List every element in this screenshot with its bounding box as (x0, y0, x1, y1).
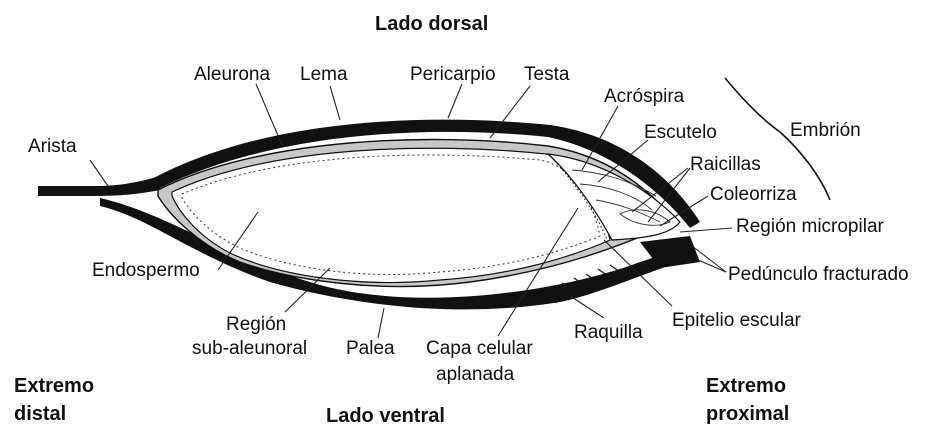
label-region-subaleunoral-2: sub-aleunoral (192, 338, 307, 359)
label-extremo-distal-1: Extremo (14, 375, 94, 397)
label-coleorriza: Coleorriza (710, 184, 797, 205)
label-raquilla: Raquilla (574, 322, 643, 343)
label-raicillas: Raicillas (690, 154, 761, 175)
label-epitelio-escular: Epitelio escular (672, 310, 802, 331)
label-lado-dorsal: Lado dorsal (375, 13, 488, 35)
label-testa: Testa (524, 64, 570, 85)
label-extremo-proximal-1: Extremo (706, 375, 786, 397)
label-aplanada: aplanada (436, 364, 515, 385)
label-lado-ventral: Lado ventral (326, 405, 445, 427)
arista-shape (38, 176, 160, 196)
label-escutelo: Escutelo (644, 122, 717, 143)
label-region-micropilar: Región micropilar (736, 216, 885, 237)
label-pericarpio: Pericarpio (410, 64, 496, 85)
label-acrospira: Acróspira (604, 86, 685, 107)
label-aleurona: Aleurona (194, 64, 270, 85)
label-extremo-proximal-2: proximal (706, 403, 789, 425)
label-endospermo: Endospermo (92, 260, 200, 281)
label-palea: Palea (346, 338, 395, 359)
label-capa-celular: Capa celular (426, 338, 533, 359)
label-pedunculo-fracturado: Pedúnculo fracturado (728, 264, 909, 285)
label-embrion: Embrión (790, 120, 861, 141)
label-region-subaleunoral-1: Región (226, 314, 286, 335)
label-arista: Arista (28, 136, 77, 157)
label-extremo-distal-2: distal (14, 403, 66, 425)
label-lema: Lema (300, 64, 348, 85)
